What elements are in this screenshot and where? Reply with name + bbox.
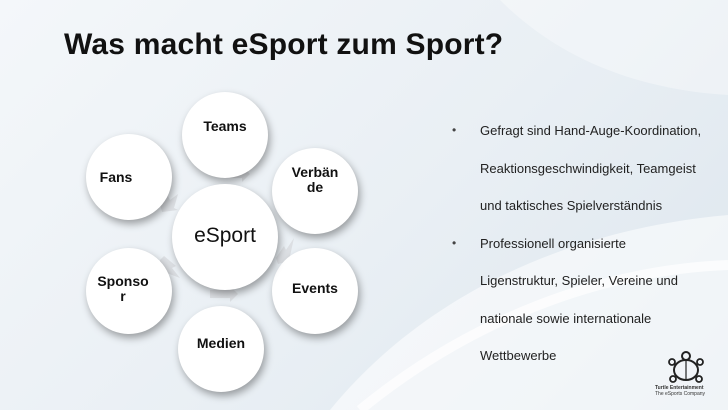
node-esport-center: eSport bbox=[172, 184, 278, 290]
turtle-logo-icon bbox=[668, 351, 704, 383]
bullet-item: • Gefragt sind Hand-Auge-Koordination, R… bbox=[452, 112, 722, 225]
bullet-glyph: • bbox=[452, 123, 457, 137]
bullet-line: und taktisches Spielverständnis bbox=[480, 198, 663, 213]
bullet-line: Reaktionsgeschwindigkeit, Teamgeist bbox=[480, 160, 696, 176]
node-verbaende-label-1: Verbän bbox=[291, 164, 339, 180]
node-events-label: Events bbox=[292, 280, 338, 296]
node-sponsor-label-1: Sponso bbox=[97, 273, 149, 289]
node-medien-label: Medien bbox=[196, 335, 246, 351]
bullet-list: • Gefragt sind Hand-Auge-Koordination, R… bbox=[452, 112, 722, 375]
bullet-line: nationale sowie internationale bbox=[480, 310, 652, 326]
bullet-glyph: • bbox=[452, 235, 457, 250]
arrow-sponsor-fans bbox=[160, 194, 178, 212]
bullet-item: • Professionell organisierte Ligenstrukt… bbox=[452, 225, 722, 375]
bullet-line: Ligenstruktur, Spieler, Vereine und bbox=[480, 273, 679, 288]
node-fans: Fans bbox=[86, 134, 172, 220]
bullet-line: Gefragt sind Hand-Auge-Koordination, bbox=[480, 123, 702, 138]
node-fans-label: Fans bbox=[99, 169, 133, 185]
node-medien: Medien bbox=[178, 306, 264, 392]
node-teams-label: Teams bbox=[203, 118, 247, 134]
node-sponsor: Sponso r bbox=[86, 248, 172, 334]
slide-title: Was macht eSport zum Sport? bbox=[64, 28, 504, 61]
arrow-events-medien bbox=[210, 286, 238, 302]
bullet-line: Professionell organisierte bbox=[480, 235, 626, 251]
arrow-medien-sponsor bbox=[160, 256, 180, 278]
bullet-line: Wettbewerbe bbox=[480, 348, 557, 363]
node-sponsor-label-2: r bbox=[120, 288, 126, 304]
node-esport-label: eSport bbox=[194, 224, 256, 247]
node-events: Events bbox=[272, 248, 358, 334]
node-verbaende-label-2: de bbox=[306, 179, 324, 195]
logo-wordmark: Turtle Entertainment The eSports Company bbox=[655, 385, 705, 397]
node-verbaende: Verbän de bbox=[272, 148, 358, 234]
node-teams: Teams bbox=[182, 92, 268, 178]
logo-line2: The eSports Company bbox=[655, 391, 706, 397]
logo-line1: Turtle Entertainment bbox=[655, 385, 704, 391]
